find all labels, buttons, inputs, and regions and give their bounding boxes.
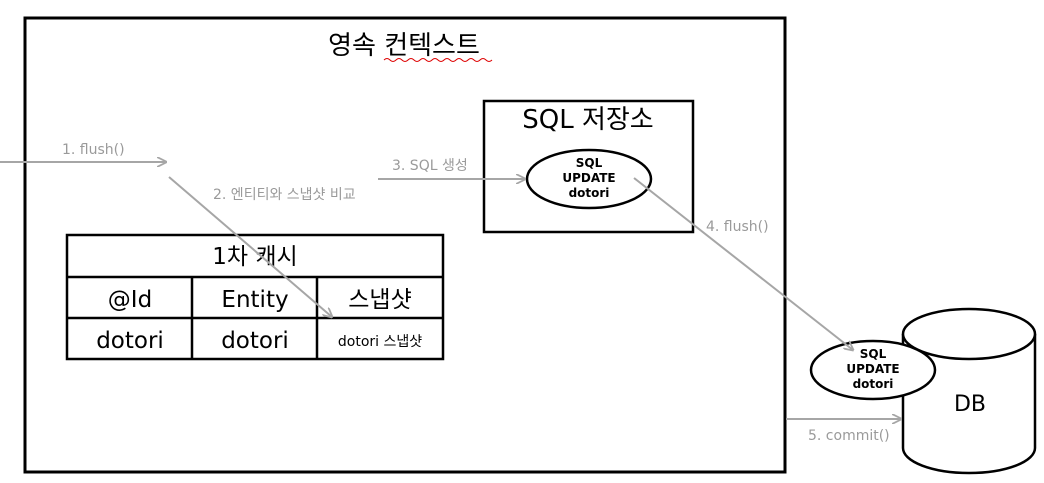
step-flush-label: 1. flush() bbox=[62, 142, 125, 158]
db-query-line3: dotori bbox=[853, 377, 894, 391]
cache-header-entity: Entity bbox=[221, 287, 288, 313]
step-flush-db-label: 4. flush() bbox=[706, 219, 769, 235]
database-cylinder bbox=[901, 307, 1037, 475]
cache-title: 1차 캐시 bbox=[212, 244, 297, 270]
sql-store-box bbox=[482, 99, 695, 234]
spellcheck-underline bbox=[383, 58, 493, 62]
cache-header-id: @Id bbox=[108, 287, 152, 313]
sql-store-query-line3: dotori bbox=[569, 186, 610, 200]
sql-store-query-line2: UPDATE bbox=[562, 171, 615, 185]
sql-store-title: SQL 저장소 bbox=[522, 105, 653, 135]
cache-cell-entity: dotori bbox=[221, 328, 289, 354]
sql-store-query-line1: SQL bbox=[576, 156, 603, 170]
arrow-compare bbox=[168, 176, 332, 317]
db-label: DB bbox=[954, 392, 986, 417]
db-query-ellipse bbox=[809, 339, 937, 401]
step-commit-label: 5. commit() bbox=[808, 428, 890, 444]
first-level-cache-table bbox=[65, 233, 445, 361]
persistence-context-title: 영속 컨텍스트 bbox=[328, 31, 480, 61]
cache-cell-snapshot: dotori 스냅샷 bbox=[338, 334, 422, 350]
cache-cell-id: dotori bbox=[96, 328, 164, 354]
persistence-context-box bbox=[23, 16, 787, 474]
step-generate-label: 3. SQL 생성 bbox=[392, 158, 468, 174]
cache-header-snapshot: 스냅샷 bbox=[348, 287, 411, 313]
db-query-line1: SQL bbox=[860, 347, 887, 361]
arrow-flush-db bbox=[633, 177, 853, 350]
step-compare-label: 2. 엔티티와 스냅샷 비교 bbox=[213, 187, 356, 203]
sql-store-query-ellipse bbox=[525, 148, 653, 210]
db-query-line2: UPDATE bbox=[846, 362, 899, 376]
